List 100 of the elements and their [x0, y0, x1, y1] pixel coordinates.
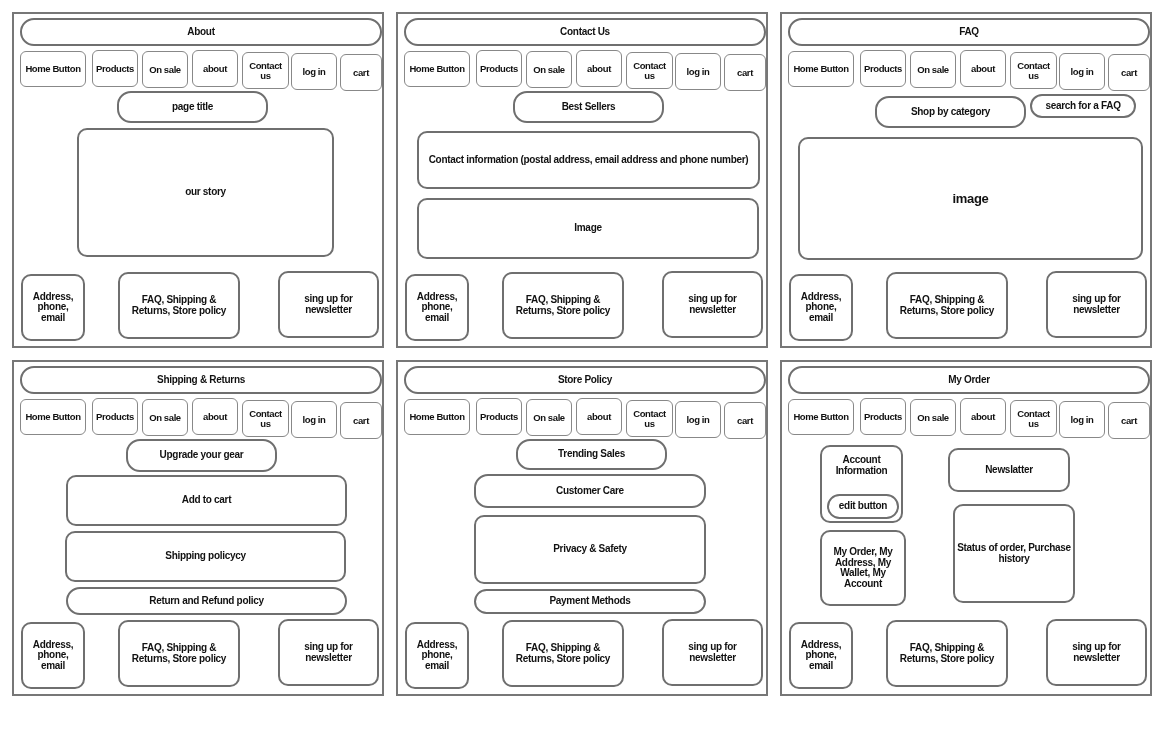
nav-button [92, 50, 138, 87]
footer-block [662, 619, 763, 686]
page-header-bar [20, 366, 382, 394]
page-header-bar [404, 18, 766, 46]
footer-block [405, 622, 469, 689]
content-block [66, 587, 347, 615]
page-title-block [875, 96, 1026, 128]
block-label: about [203, 63, 227, 74]
block-label: Products [96, 63, 134, 74]
block-label: Products [480, 63, 518, 74]
nav-button [340, 54, 382, 91]
nav-button [92, 398, 138, 435]
block-label: sing up for newsletter [687, 294, 738, 315]
footer-block [502, 620, 624, 687]
content-block [953, 504, 1075, 603]
nav-button [1108, 54, 1150, 91]
block-label: edit button [838, 501, 888, 512]
content-block [820, 530, 906, 606]
content-block [474, 474, 706, 508]
content-block [417, 198, 759, 259]
nav-button [192, 50, 238, 87]
nav-button [291, 53, 337, 90]
footer-block [278, 619, 379, 686]
nav-button [724, 402, 766, 439]
nav-button [526, 399, 572, 436]
nav-button [576, 398, 622, 435]
block-label: about [203, 411, 227, 422]
nav-button [626, 400, 673, 437]
footer-block [886, 272, 1008, 339]
block-label: Products [96, 411, 134, 422]
wireframe-panel [12, 360, 384, 696]
account-panel [820, 445, 903, 523]
nav-button [626, 52, 673, 89]
footer-block [502, 272, 624, 339]
block-label: about [971, 63, 995, 74]
page-title-block [117, 91, 268, 123]
block-label: Trending Sales [558, 449, 625, 460]
wireframe-panel [396, 12, 768, 348]
block-label: sing up for newsletter [303, 294, 354, 315]
nav-button [404, 399, 470, 435]
nav-button [675, 401, 721, 438]
nav-button [291, 401, 337, 438]
block-label: FAQ, Shipping & Returns, Store policy [514, 295, 612, 316]
nav-button [910, 399, 956, 436]
block-label: sing up for newsletter [1071, 294, 1122, 315]
wireframe-panel [12, 12, 384, 348]
nav-button [675, 53, 721, 90]
block-label: On sale [533, 64, 565, 75]
block-label: cart [1121, 67, 1137, 78]
block-label: log in [302, 66, 326, 77]
block-label: Account Information [834, 455, 889, 476]
block-label: Payment Methods [549, 596, 631, 607]
block-label: Home Button [25, 412, 81, 422]
content-block [66, 475, 347, 526]
nav-button [526, 51, 572, 88]
page-header-bar [20, 18, 382, 46]
nav-button [340, 402, 382, 439]
block-label: About [187, 26, 215, 38]
content-block [474, 515, 706, 584]
block-label: FAQ, Shipping & Returns, Store policy [514, 643, 612, 664]
footer-block [118, 272, 240, 339]
nav-button [910, 51, 956, 88]
block-label: Image [574, 223, 602, 234]
block-label: page title [172, 101, 213, 113]
block-label: Products [864, 411, 902, 422]
page-title-block [516, 439, 667, 470]
block-label: FAQ, Shipping & Returns, Store policy [130, 643, 228, 664]
footer-block [662, 271, 763, 338]
content-block [417, 131, 760, 189]
footer-block [21, 274, 85, 341]
nav-button [1059, 401, 1105, 438]
nav-button [960, 398, 1006, 435]
content-block [798, 137, 1143, 260]
page-header-bar [404, 366, 766, 394]
page-title-block [126, 439, 277, 472]
block-label: log in [302, 414, 326, 425]
block-label: log in [1070, 66, 1094, 77]
block-label: Contact us [1016, 408, 1051, 429]
block-label: Address, phone, email [415, 291, 459, 324]
footer-block [1046, 619, 1147, 686]
block-label: about [587, 63, 611, 74]
block-label: Contact us [632, 60, 667, 81]
footer-block [1046, 271, 1147, 338]
block-label: about [971, 411, 995, 422]
block-label: Home Button [793, 64, 849, 74]
block-label: On sale [917, 412, 949, 423]
block-label: FAQ [959, 26, 979, 38]
block-label: Products [480, 411, 518, 422]
nav-button [242, 400, 289, 437]
block-label: search for a FAQ [1045, 100, 1121, 112]
nav-button [1108, 402, 1150, 439]
block-label: On sale [149, 412, 181, 423]
block-label: Store Policy [557, 374, 613, 386]
block-label: Contact us [1016, 60, 1051, 81]
nav-button [724, 54, 766, 91]
block-label: Address, phone, email [799, 639, 843, 672]
block-label: cart [353, 67, 369, 78]
block-label: Address, phone, email [799, 291, 843, 324]
block-label: Shipping policycy [165, 551, 246, 562]
nav-button [1010, 400, 1057, 437]
